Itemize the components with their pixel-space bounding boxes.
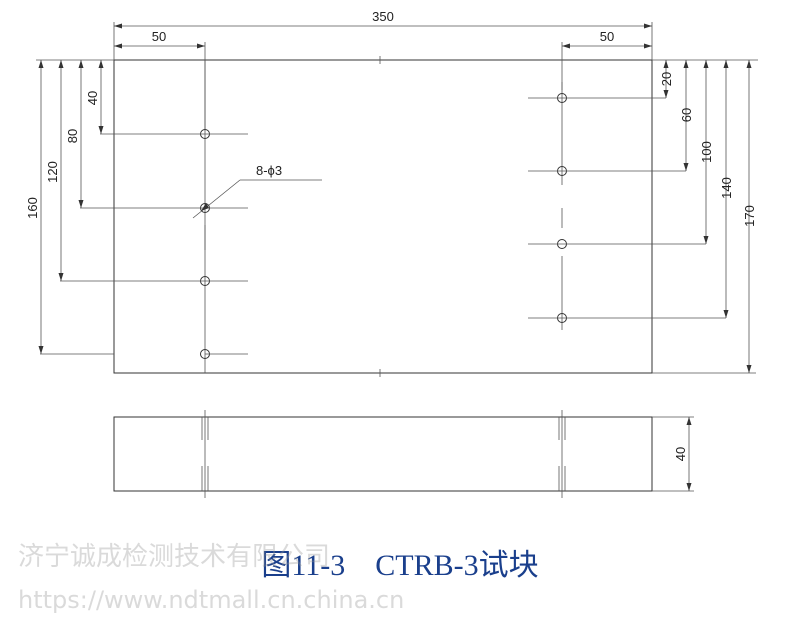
dim-left-120-arrow-b (58, 273, 64, 281)
dim-right-20-label: 20 (659, 72, 674, 86)
dim-right-60-arrow-b (683, 163, 689, 171)
side-hole-left (201, 410, 209, 498)
dim-left-40-label: 40 (85, 91, 100, 105)
dim-right-140-arrow-b (723, 310, 729, 318)
dim-left-80-label: 80 (65, 129, 80, 143)
dim-left-50-arrow-l (114, 43, 122, 49)
dim-left-50-label: 50 (152, 29, 166, 44)
dim-right-50-arrow-r (644, 43, 652, 49)
dim-thickness-label: 40 (673, 447, 688, 461)
dim-left-50-arrow-r (197, 43, 205, 49)
dim-350-label: 350 (372, 9, 394, 24)
dim-right-100-label: 100 (699, 141, 714, 163)
holes-callout-leader (192, 179, 241, 219)
dim-thickness-arrow-t (686, 417, 692, 425)
dim-left-80-arrow-t (78, 60, 84, 68)
dim-left-120-label: 120 (45, 161, 60, 183)
dim-left-120-arrow-t (58, 60, 64, 68)
right-holes (528, 93, 726, 323)
left-holes (60, 129, 248, 359)
dim-left-160-arrow-t (38, 60, 44, 68)
dim-350-arrow-left (114, 23, 122, 29)
dim-350-arrow-right (644, 23, 652, 29)
dim-left-160-label: 160 (25, 197, 40, 219)
dim-right-60-label: 60 (679, 108, 694, 122)
block-side-view (113, 416, 653, 492)
dim-right-100-arrow-t (703, 60, 709, 68)
dim-left-40-arrow-t (98, 60, 104, 68)
dim-right-140-arrow-t (723, 60, 729, 68)
dim-right-60-arrow-t (683, 60, 689, 68)
dim-right-20-arrow-t (663, 60, 669, 68)
holes-callout-label: 8-ϕ3 (256, 163, 282, 178)
dim-right-170-label: 170 (742, 205, 757, 227)
dim-left-40-arrow-b (98, 126, 104, 134)
dim-thickness-arrow-b (686, 483, 692, 491)
dim-right-170-arrow-b (746, 365, 752, 373)
dim-right-50-arrow-l (562, 43, 570, 49)
dim-right-140-label: 140 (719, 177, 734, 199)
figure-caption: 图11-3 CTRB-3试块 (261, 549, 539, 582)
dim-right-50-label: 50 (600, 29, 614, 44)
dim-left-160-arrow-b (38, 346, 44, 354)
dim-right-20-arrow-b (663, 90, 669, 98)
side-hole-right (558, 410, 566, 498)
dim-right-170-arrow-t (746, 60, 752, 68)
dim-right-100-arrow-b (703, 236, 709, 244)
dim-left-80-arrow-b (78, 200, 84, 208)
holes-callout-arrow (201, 203, 209, 211)
